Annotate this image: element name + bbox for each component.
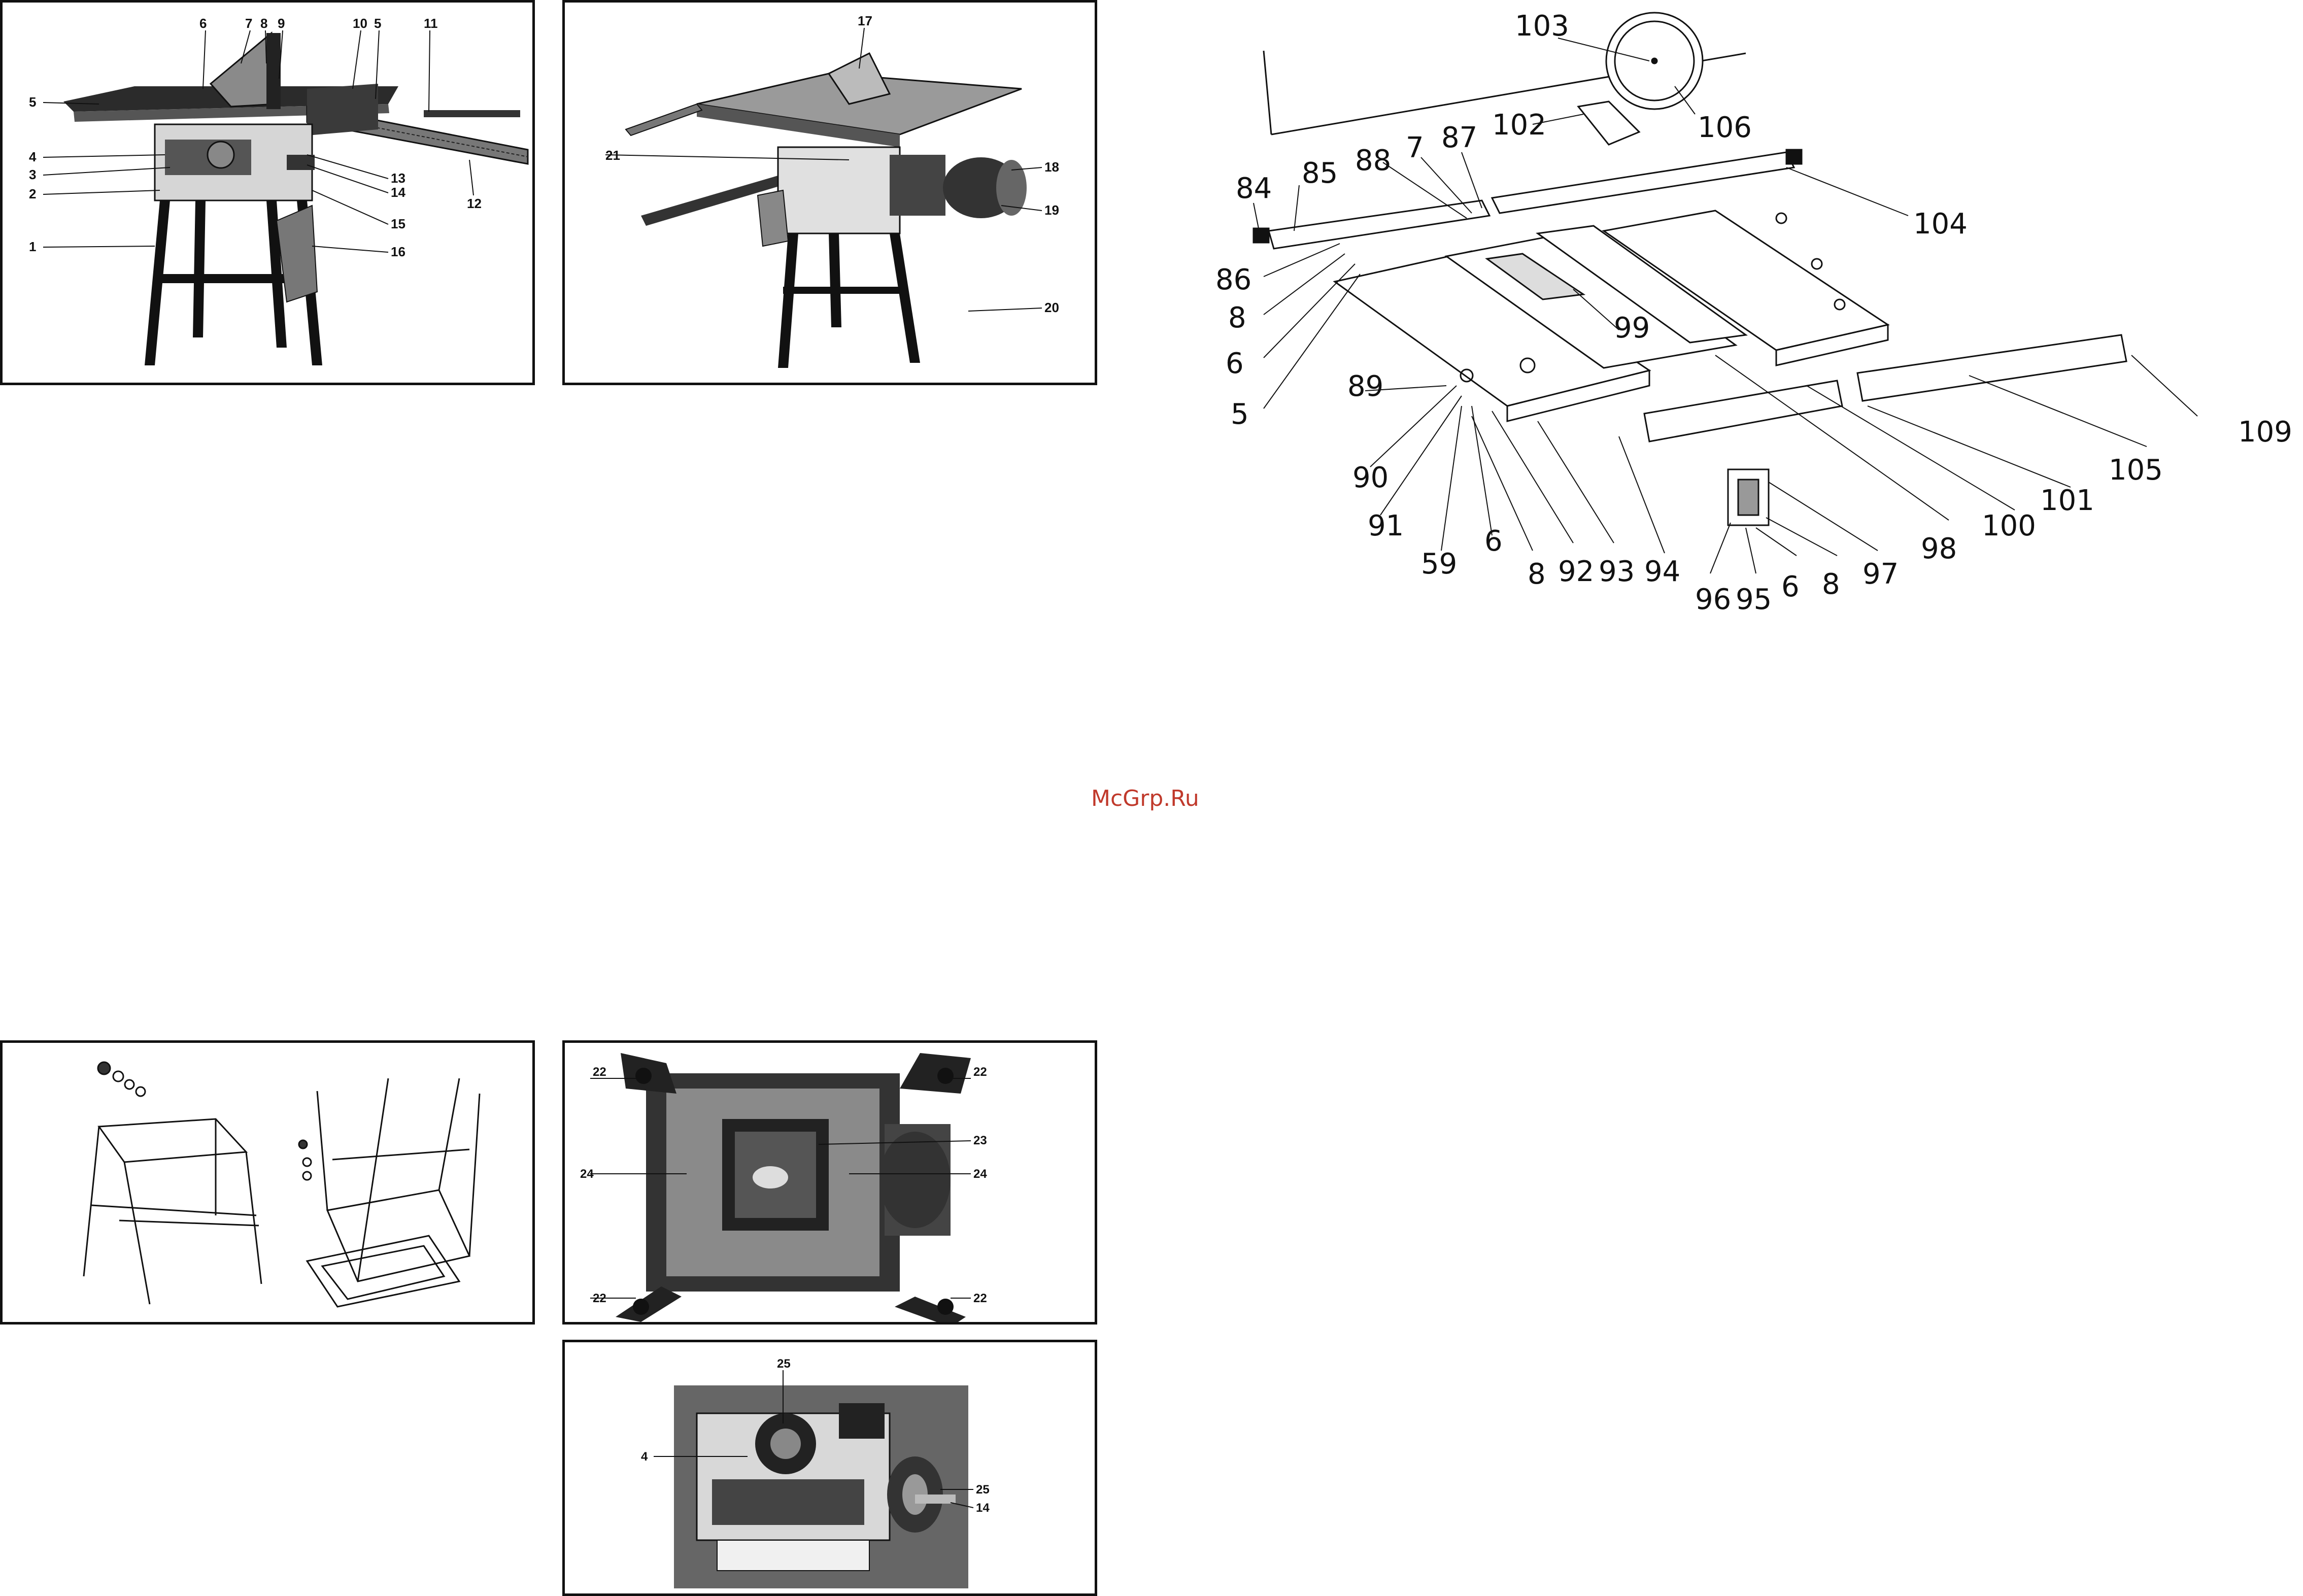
callout-label: 14 <box>391 185 405 200</box>
callout-label: 24 <box>580 1167 594 1181</box>
callout-label: 4 <box>641 1450 648 1464</box>
callout-label: 23 <box>973 1134 987 1147</box>
callout-label: 8 <box>260 16 267 31</box>
figure-underside-view: 22 22 23 24 24 22 22 <box>562 1040 1097 1325</box>
figure-handwheel-detail: 25 4 25 14 <box>562 1340 1097 1596</box>
part-number-label: 94 <box>1644 555 1680 588</box>
part-number-label: 59 <box>1421 548 1457 581</box>
handwheel-illustration: 25 4 25 14 <box>565 1342 1097 1596</box>
part-number-label: 86 <box>1215 263 1251 296</box>
part-number-label: 102 <box>1492 109 1546 142</box>
part-number-label: 90 <box>1352 461 1388 494</box>
figure-table-saw-front: 6 7 8 9 10 5 11 5 4 3 2 13 14 15 12 1 16 <box>0 0 535 385</box>
part-number-label: 6 <box>1484 525 1503 558</box>
callout-label: 1 <box>29 239 36 254</box>
callout-label: 22 <box>973 1292 987 1305</box>
part-number-label: 84 <box>1236 172 1272 205</box>
part-number-label: 109 <box>2238 416 2292 449</box>
part-number-label: 103 <box>1515 10 1569 43</box>
part-number-label: 99 <box>1614 312 1650 345</box>
part-number-label: 7 <box>1406 131 1424 164</box>
callout-label: 9 <box>278 16 285 31</box>
part-number-label: 6 <box>1226 347 1244 380</box>
underside-illustration: 22 22 23 24 24 22 22 <box>565 1043 1097 1325</box>
part-number-label: 8 <box>1228 301 1246 334</box>
callout-label: 18 <box>1044 159 1059 175</box>
part-number-label: 105 <box>2109 454 2163 487</box>
part-number-label: 101 <box>2040 484 2094 517</box>
part-number-label: 5 <box>1231 398 1249 431</box>
callout-label: 19 <box>1044 202 1059 218</box>
callout-label: 22 <box>593 1292 606 1305</box>
callout-label: 14 <box>976 1501 990 1515</box>
table-saw-rear-illustration: 17 18 21 19 20 <box>565 3 1097 385</box>
exploded-parts-diagram: 103 106 102 84 85 88 7 87 104 86 8 6 5 9… <box>1208 0 2303 629</box>
figure-table-saw-rear: 17 18 21 19 20 <box>562 0 1097 385</box>
part-number-label: 6 <box>1781 570 1800 603</box>
part-number-label: 85 <box>1302 157 1338 190</box>
part-number-label: 96 <box>1695 583 1731 616</box>
callout-label: 21 <box>605 148 620 163</box>
part-number-label: 100 <box>1982 510 2036 542</box>
callout-label: 4 <box>29 149 37 164</box>
part-number-label: 88 <box>1355 144 1391 177</box>
callout-label: 25 <box>777 1357 791 1371</box>
part-number-label: 8 <box>1822 568 1840 601</box>
part-number-label: 92 <box>1558 555 1594 588</box>
callout-label: 2 <box>29 186 36 201</box>
callout-label: 13 <box>391 171 405 186</box>
callout-label: 25 <box>976 1483 990 1497</box>
callout-label: 15 <box>391 216 405 231</box>
callout-label: 17 <box>858 13 872 28</box>
part-number-label: 91 <box>1368 510 1404 542</box>
callout-label: 10 <box>353 16 367 31</box>
callout-label: 24 <box>973 1167 987 1181</box>
callout-label: 5 <box>29 94 36 110</box>
callout-label: 22 <box>593 1065 606 1079</box>
callout-label: 3 <box>29 167 36 182</box>
part-number-label: 98 <box>1921 532 1957 565</box>
callout-label: 20 <box>1044 300 1059 315</box>
callout-label: 22 <box>973 1065 987 1079</box>
stand-assembly-illustration <box>3 1043 535 1325</box>
part-number-label: 95 <box>1736 583 1772 616</box>
callout-label: 6 <box>199 16 207 31</box>
watermark-text: McGrp.Ru <box>1091 786 1199 811</box>
part-number-label: 106 <box>1698 111 1752 144</box>
callout-label: 7 <box>245 16 252 31</box>
part-number-label: 104 <box>1913 208 1968 241</box>
callout-label: 5 <box>374 16 381 31</box>
part-number-label: 87 <box>1441 121 1477 154</box>
part-number-label: 89 <box>1347 370 1383 403</box>
part-number-label: 97 <box>1862 558 1899 591</box>
part-number-label: 8 <box>1528 558 1546 591</box>
part-number-label: 93 <box>1599 555 1635 588</box>
figure-stand-assembly <box>0 1040 535 1325</box>
callout-label: 11 <box>424 16 438 31</box>
callout-label: 12 <box>467 196 482 211</box>
callout-label: 16 <box>391 244 405 259</box>
table-saw-front-illustration: 6 7 8 9 10 5 11 5 4 3 2 13 14 15 12 1 16 <box>3 3 535 385</box>
